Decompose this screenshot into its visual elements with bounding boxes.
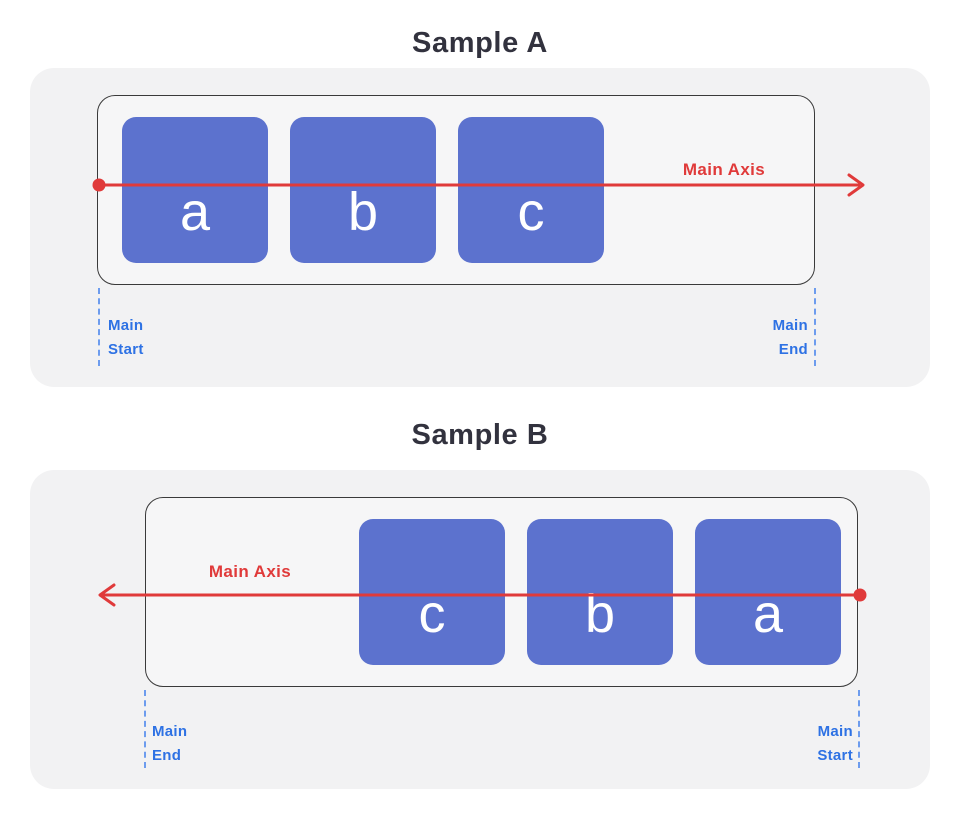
main-start-label: Main Start <box>108 314 144 362</box>
sample-b-flex-container: c b a <box>145 497 858 687</box>
arrowhead-right-icon <box>847 173 865 197</box>
flex-item: b <box>527 519 673 665</box>
main-end-dashed-line <box>144 690 146 768</box>
sample-b-panel: c b a Main Axis Main End Main Start <box>30 470 930 789</box>
sample-a-title: Sample A <box>412 27 548 59</box>
flex-item-label: b <box>347 182 379 242</box>
flex-item-label: c <box>517 182 545 242</box>
main-end-label: Main End <box>773 314 808 362</box>
flex-item: b <box>290 117 436 263</box>
main-start-label-line2: Start <box>817 747 853 764</box>
main-start-dashed-line <box>858 690 860 768</box>
main-end-dashed-line <box>814 288 816 366</box>
main-end-label: Main End <box>152 720 187 768</box>
main-start-label-line1: Main <box>817 723 853 740</box>
main-start-label: Main Start <box>817 720 853 768</box>
flex-item: a <box>122 117 268 263</box>
flex-item: c <box>458 117 604 263</box>
main-axis-label: Main Axis <box>208 562 292 581</box>
main-end-label-line2: End <box>778 341 808 358</box>
main-start-label-line2: Start <box>108 341 144 358</box>
main-axis-label: Main Axis <box>682 160 766 179</box>
main-start-dashed-line <box>98 288 100 366</box>
arrowhead-left-icon <box>98 583 116 607</box>
flex-item-label: c <box>418 584 446 644</box>
main-end-label-line1: Main <box>152 723 188 740</box>
sample-b-title: Sample B <box>411 419 549 451</box>
main-end-label-line2: End <box>152 747 182 764</box>
flex-item-label: a <box>752 584 784 644</box>
flex-item-label: b <box>584 584 616 644</box>
flex-item: a <box>695 519 841 665</box>
flex-item: c <box>359 519 505 665</box>
main-start-label-line1: Main <box>108 317 144 334</box>
sample-a-flex-container: a b c <box>97 95 815 285</box>
sample-a-panel: a b c Main Axis Main Start Main End <box>30 68 930 387</box>
main-end-label-line1: Main <box>772 317 808 334</box>
flex-item-label: a <box>179 182 211 242</box>
